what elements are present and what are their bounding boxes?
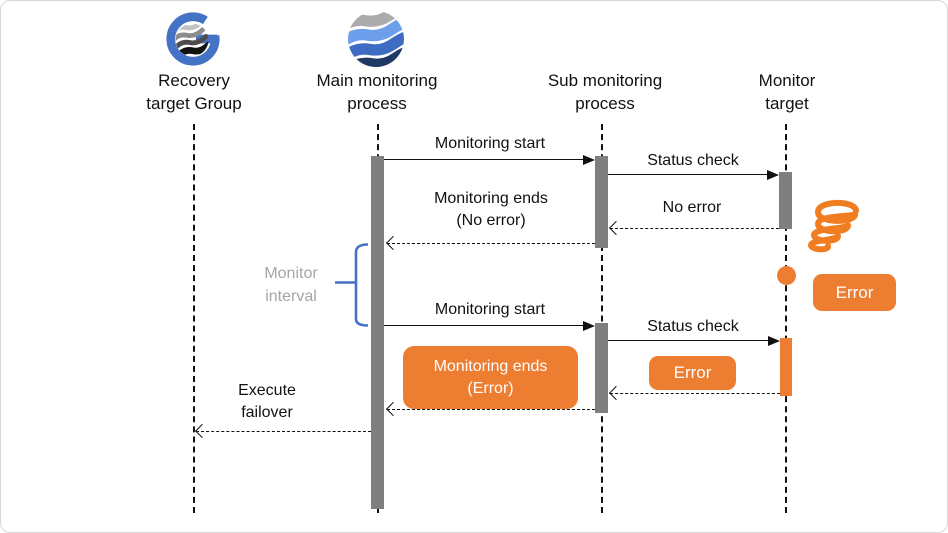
error-message-badge: Error [649,356,736,390]
error-scribble-icon [792,197,870,267]
actor-sub-monitoring-process: Sub monitoring process [547,71,663,113]
actor-main-monitoring-process: Main monitoring process [316,71,438,113]
lifeline-sub-monitoring-process [601,124,603,513]
monitor-interval-label: Monitor interval [264,265,318,305]
activation-target-first [779,172,792,229]
interval-brace [331,239,373,331]
recovery-group-logo-icon [164,10,222,68]
lifeline-recovery-target-group [193,124,195,513]
message-label: Monitoring start [434,301,546,318]
activation-main [371,156,384,509]
message-label: Status check [647,318,739,335]
message-label: No error [662,199,722,216]
message-label: Execute failover [238,382,296,421]
activation-sub-first [595,156,608,248]
error-callout-badge: Error [813,274,896,311]
actor-recovery-target-group: Recovery target Group [146,71,242,113]
error-point-dot [777,266,796,285]
cluster-waves-logo-icon [347,10,405,68]
monitoring-ends-error-badge: Monitoring ends (Error) [403,346,578,409]
lifeline-monitor-target [785,124,787,513]
message-label: Monitoring ends (No error) [434,190,548,229]
message-label: Monitoring start [434,135,546,152]
activation-target-error [780,338,792,396]
actor-monitor-target: Monitor target [758,71,816,113]
message-label: Status check [647,152,739,169]
activation-sub-second [595,323,608,413]
